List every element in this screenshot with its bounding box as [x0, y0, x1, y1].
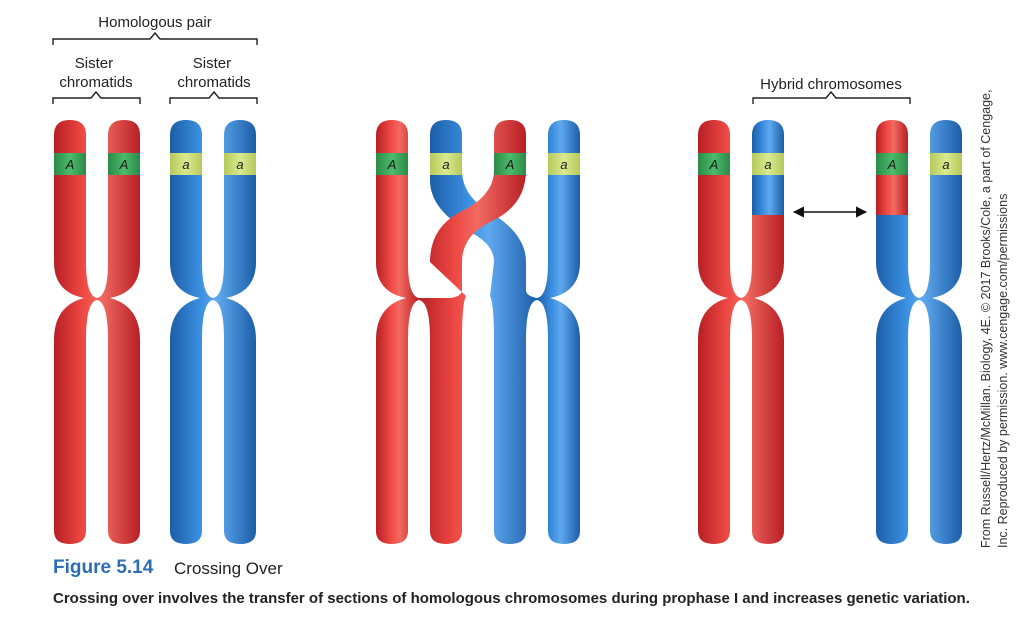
- allele-band-A-3: [376, 153, 408, 175]
- crossing-over-group: A a A a: [376, 120, 580, 544]
- sister-chromatids-right-line: Sister: [193, 55, 231, 72]
- chromosome-blue-group1: a a: [170, 120, 256, 544]
- figure-number: Figure 5.14: [53, 557, 154, 578]
- sister-chromatids-label-right: Sister chromatids: [177, 55, 250, 91]
- allele-band-A-2: [108, 153, 140, 175]
- allele-label-A-3: A: [387, 157, 397, 172]
- allele-label-a-5: a: [764, 157, 771, 172]
- allele-band-a-3: [430, 153, 462, 175]
- credit-container: From Russell/Hertz/McMillan. Biology, 4E…: [978, 18, 1022, 548]
- hybrid-chromosomes-bracket: [752, 90, 911, 104]
- chromosome-red-group1: A A: [54, 120, 140, 544]
- sister-chromatids-right-line2: chromatids: [177, 74, 250, 91]
- homologous-pair-label: Homologous pair: [98, 14, 211, 31]
- allele-band-A-6: [876, 153, 908, 175]
- allele-label-a-4: a: [560, 157, 567, 172]
- chromosome-red-hybrid: A a: [698, 120, 784, 544]
- credit-text: From Russell/Hertz/McMillan. Biology, 4E…: [978, 18, 1012, 548]
- allele-band-a-5: [752, 153, 784, 175]
- sister-chromatids-left-line2: chromatids: [59, 74, 132, 91]
- allele-label-a-1: a: [182, 157, 189, 172]
- allele-label-A-6: A: [887, 157, 897, 172]
- figure-title: Crossing Over: [174, 559, 283, 578]
- sister-chromatids-left-line: Sister: [75, 55, 113, 72]
- sister-chromatids-label-left: Sister chromatids: [59, 55, 132, 91]
- allele-label-A-2: A: [119, 157, 129, 172]
- allele-label-A-1: A: [65, 157, 75, 172]
- credit-line-1: From Russell/Hertz/McMillan. Biology, 4E…: [979, 89, 993, 548]
- allele-band-a-4: [548, 153, 580, 175]
- allele-band-A-4: [494, 153, 526, 175]
- chromosome-blue-hybrid: A a: [876, 120, 962, 544]
- allele-band-A-5: [698, 153, 730, 175]
- sister-chromatids-bracket-right: [169, 90, 258, 104]
- allele-band-a-6: [930, 153, 962, 175]
- allele-band-A-1: [54, 153, 86, 175]
- homologous-pair-bracket: [52, 31, 258, 45]
- allele-label-a-6: a: [942, 157, 949, 172]
- allele-label-A-4: A: [505, 157, 515, 172]
- allele-label-a-3: a: [442, 157, 449, 172]
- allele-band-a-2: [224, 153, 256, 175]
- allele-label-a-2: a: [236, 157, 243, 172]
- figure-caption: Crossing over involves the transfer of s…: [53, 590, 970, 607]
- sister-chromatids-bracket-left: [52, 90, 141, 104]
- hybrid-chromosomes-label: Hybrid chromosomes: [760, 76, 902, 93]
- credit-line-2: Inc. Reproduced by permission. www.cenga…: [996, 193, 1010, 548]
- allele-label-A-5: A: [709, 157, 719, 172]
- allele-band-a-1: [170, 153, 202, 175]
